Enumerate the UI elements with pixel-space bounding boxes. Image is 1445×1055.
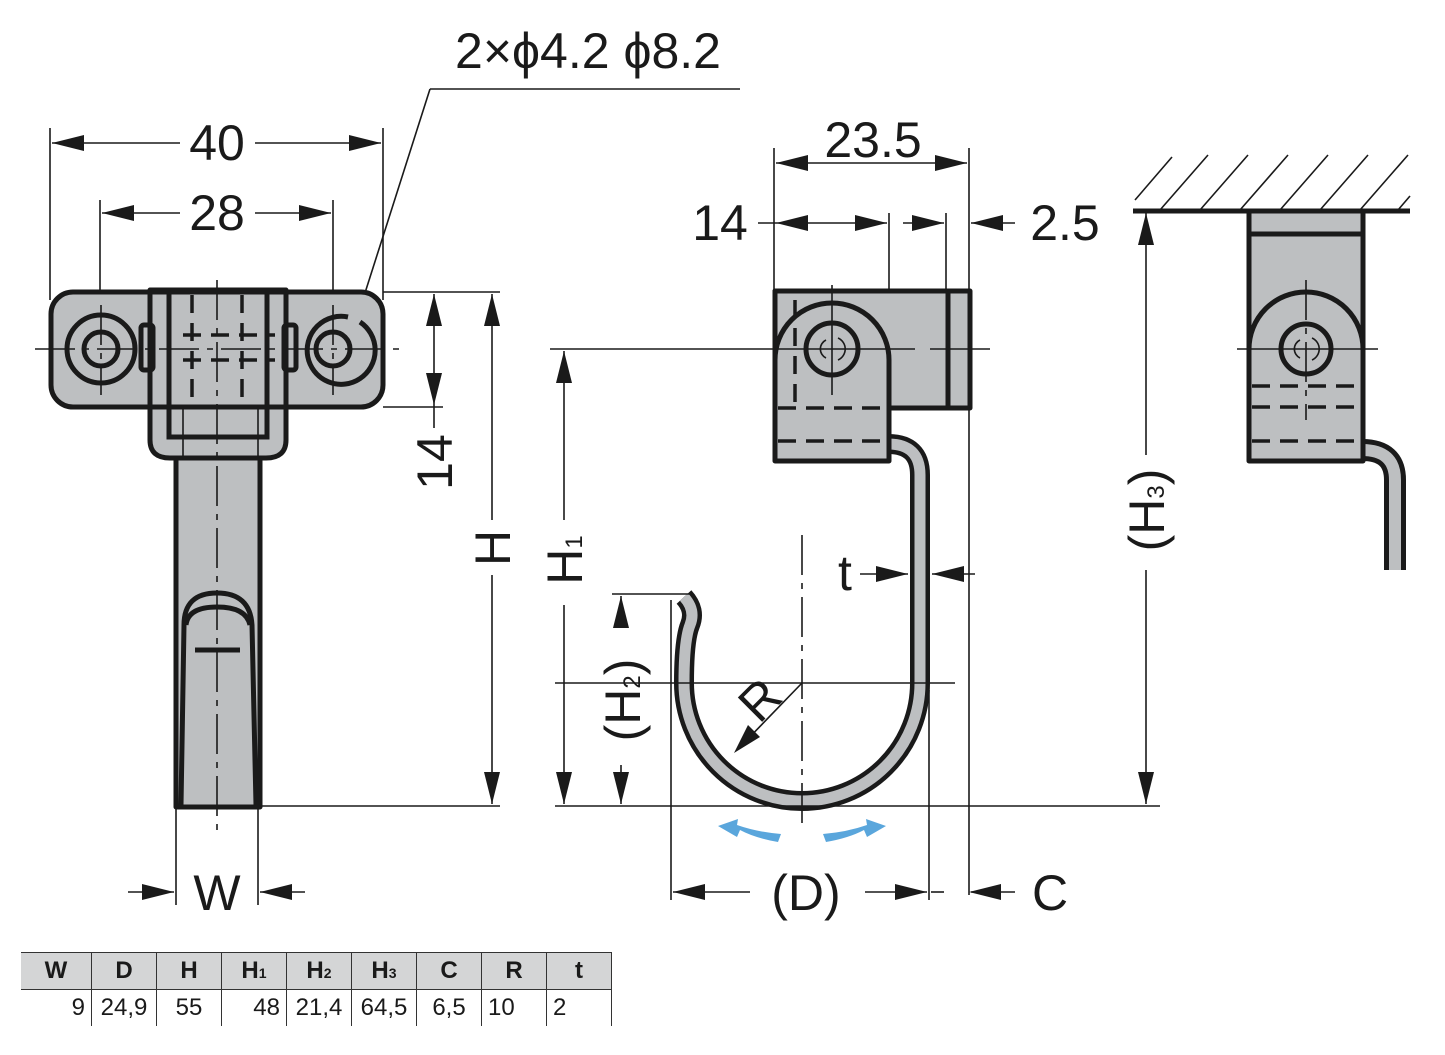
dim-23-5-label: 23.5 [824,112,921,168]
header-sub: 2 [323,965,332,981]
dimension-H: H [465,294,521,804]
dim-H1-label: H1 [537,535,593,584]
dim-C-label: C [1032,865,1068,921]
table-header-cell: R [481,952,547,990]
dim-H2-sub: 2 [619,675,646,688]
table-header-cell: C [416,952,482,990]
dim-R-label: R [727,667,792,732]
dim-H2-main: (H [595,689,651,742]
header-sub: 3 [388,965,397,981]
table-header-cell: H2 [286,952,352,990]
table-cell-D: 24,9 [91,989,157,1026]
dim-14-vertical-label: 14 [407,434,463,490]
dimension-H2: (H2) [595,596,651,804]
dimension-C: C [931,865,1068,921]
header-main: D [115,957,133,984]
header-main: C [440,957,458,984]
dimension-D: (D) [673,865,927,921]
dim-40-label: 40 [189,115,245,171]
dim-2-5-label: 2.5 [1030,195,1100,251]
dim-28-label: 28 [189,185,245,241]
dim-H3-main: (H [1119,499,1175,552]
side-view: 23.5 14 2.5 [537,112,1160,921]
dimension-14: 14 [692,195,887,251]
rotation-arrows [718,819,886,842]
table-header-cell: t [546,952,612,990]
dim-H2-close: ) [595,659,651,676]
header-main: R [505,957,523,984]
front-view: 40 28 2×ϕ4.2 ϕ8.2 [35,23,740,921]
table-cell-C: 6,5 [416,989,482,1026]
table-header-cell: D [91,952,157,990]
header-main: H [306,957,324,984]
dimension-28: 28 [102,185,331,241]
table-header-cell: H3 [351,952,417,990]
dimension-H1: H1 [537,351,593,804]
header-main: W [44,957,68,984]
table-header-cell: H [156,952,222,990]
table-cell-t: 2 [546,989,612,1026]
header-sub: 1 [258,965,267,981]
mounted-block [1246,208,1366,464]
dim-H2-label: (H2) [595,659,651,742]
dimension-W: W [128,865,305,921]
dimension-R: R [727,667,803,753]
header-main: H [180,957,198,984]
dim-H1-main: H [537,549,593,585]
dim-D-label: (D) [771,865,840,921]
table-header-cell: H1 [221,952,287,990]
mounted-view: (H3) [1119,154,1411,804]
hole-callout-label: 2×ϕ4.2 ϕ8.2 [455,23,721,79]
table-cell-H2: 21,4 [286,989,352,1026]
table-cell-R: 10 [481,989,547,1026]
header-main: t [575,957,583,984]
dimension-table: W D H H1 H2 H3 C R t 9 24,9 55 48 21,4 6… [21,952,612,1026]
dimension-40: 40 [52,115,381,171]
header-main: H [241,957,259,984]
ceiling-hatch [1133,154,1411,214]
dim-H-label: H [465,530,521,566]
table-cell-W: 9 [21,989,92,1026]
dim-H3-label: (H3) [1119,469,1175,552]
dimension-H3: (H3) [1119,213,1175,804]
dim-W-label: W [193,865,241,921]
dim-t-label: t [838,545,852,601]
table-row: 9 24,9 55 48 21,4 64,5 6,5 10 2 [21,989,612,1026]
dimension-t: t [838,545,975,601]
table-cell-H: 55 [156,989,222,1026]
dimension-23-5: 23.5 [776,112,967,171]
table-cell-H1: 48 [221,989,287,1026]
dim-H3-sub: 3 [1143,485,1170,498]
rotate-right-icon [823,819,886,842]
dim-H1-sub: 1 [561,535,588,548]
table-header-cell: W [21,952,92,990]
dim-H3-close: ) [1119,469,1175,486]
rotate-left-icon [718,819,781,842]
table-header-row: W D H H1 H2 H3 C R t [21,952,612,990]
table-cell-H3: 64,5 [351,989,417,1026]
dimension-14-vertical: 14 [407,294,463,490]
hole-callout: 2×ϕ4.2 ϕ8.2 [349,23,740,330]
hook-stem [173,452,263,810]
dim-14-label: 14 [692,195,748,251]
header-main: H [371,957,389,984]
dimension-2-5: 2.5 [903,195,1100,251]
